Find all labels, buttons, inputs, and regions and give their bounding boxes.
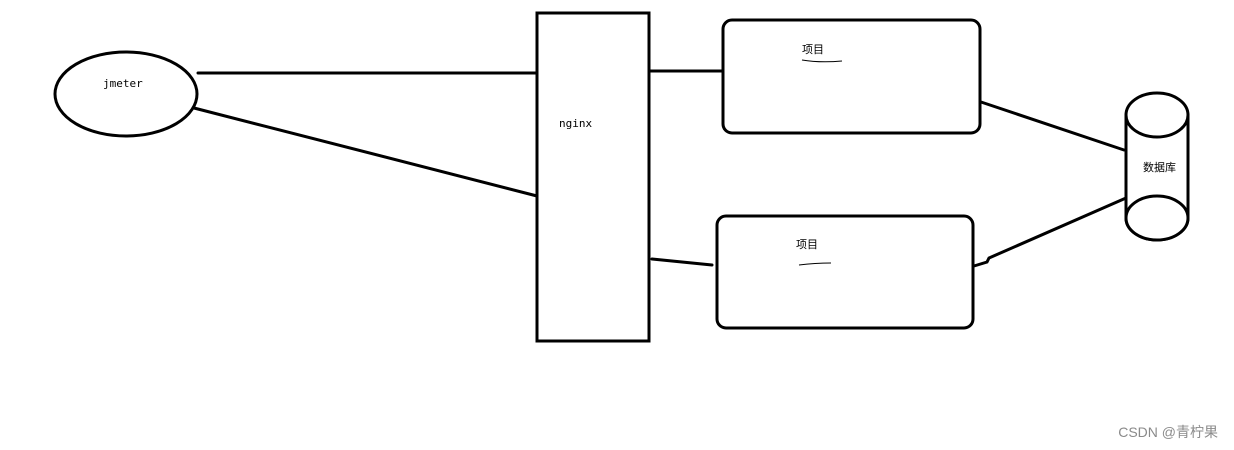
edge-project-bottom-database bbox=[972, 196, 1128, 268]
nginx-node bbox=[535, 11, 651, 343]
database-label: 数据库 bbox=[1143, 160, 1176, 174]
project-bottom-label: 项目 bbox=[796, 238, 818, 251]
project-top-node bbox=[721, 18, 982, 135]
jmeter-node bbox=[53, 50, 199, 138]
edge-project-top-database bbox=[979, 100, 1126, 152]
nginx-label: nginx bbox=[559, 117, 592, 130]
jmeter-label: jmeter bbox=[103, 77, 143, 90]
project-top-underline bbox=[801, 59, 843, 63]
csdn-watermark: CSDN @青柠果 bbox=[1118, 424, 1218, 440]
project-bottom-node bbox=[715, 214, 975, 330]
project-top-label: 项目 bbox=[802, 43, 824, 56]
edge-jmeter-nginx-bottom bbox=[192, 106, 539, 198]
edge-nginx-project-bottom bbox=[650, 257, 714, 267]
database-node bbox=[1124, 91, 1190, 242]
project-bottom-underline bbox=[798, 262, 832, 266]
